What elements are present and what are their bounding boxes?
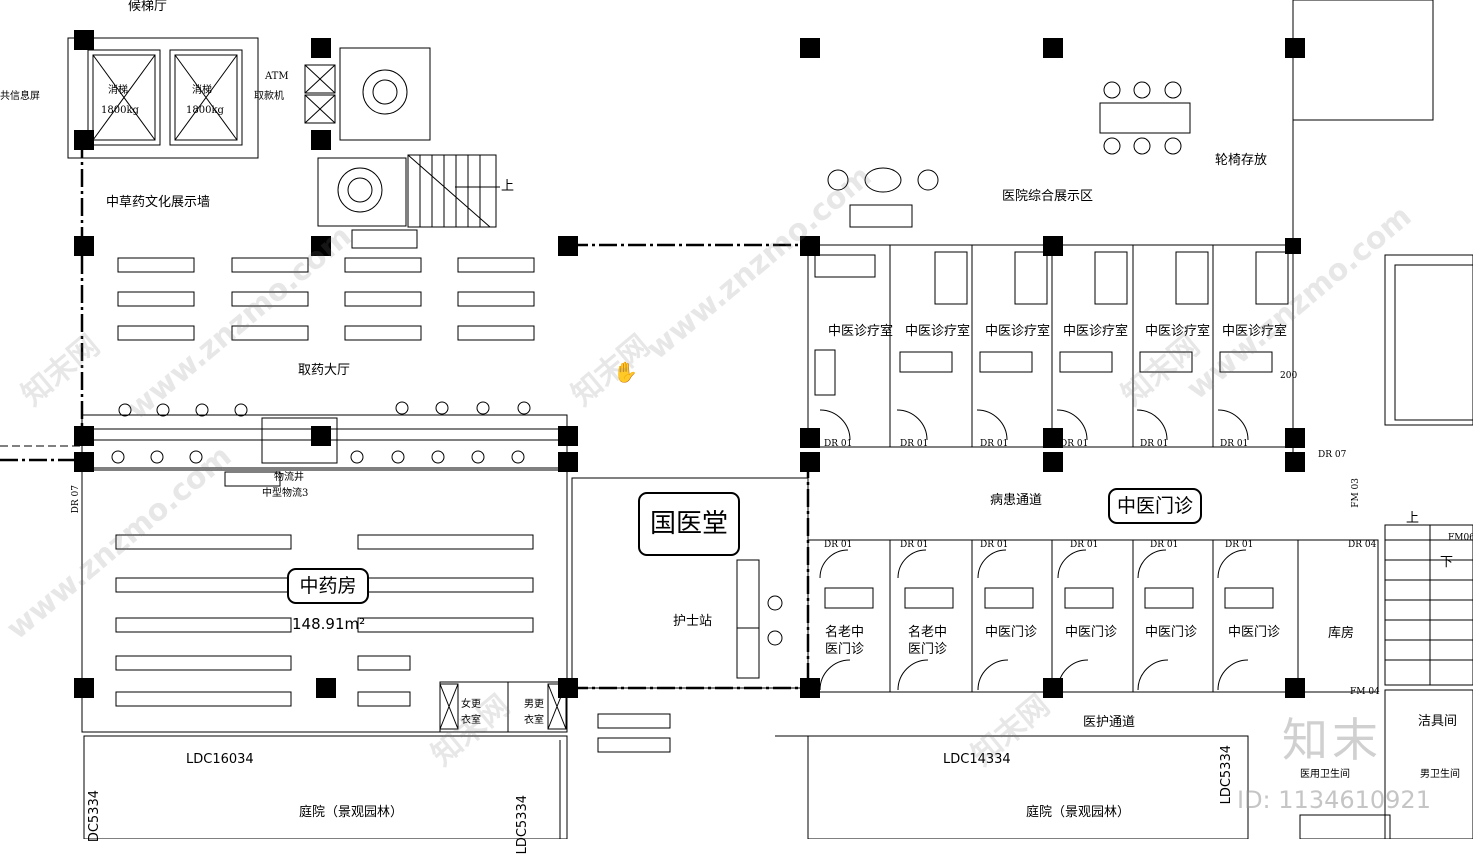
elevator-1-label: 消梯 [108,85,128,96]
door-tag: FM 03 [1351,478,1361,508]
guoyitang-label: 国医堂 [638,492,740,556]
waiting-seats [117,257,535,341]
door-tag: DR 01 [980,439,1009,449]
planter-1 [339,47,431,141]
pharmacy-room [81,469,568,733]
tcm-clinic-label: 中医门诊 [1108,488,1202,524]
stair-1 [407,154,497,228]
door-tag: FM06 [1448,533,1473,543]
ldc-label: DC5334 [87,790,102,843]
stair-up-label: 上 [501,179,515,194]
storage-label: 库房 [1328,626,1355,641]
door-tag: DR 01 [900,540,929,550]
courtyard-left [83,735,568,839]
dimension-label: 200 [1280,371,1298,381]
ldc-label: LDC16034 [186,752,254,767]
female-locker-label: 女更衣室 [461,699,481,726]
courtyard-label: 庭院（景观园林） [1026,805,1131,820]
door-tag: DR 01 [1060,439,1089,449]
hospital-display-label: 医院综合展示区 [1002,189,1094,204]
door-tag: DR 01 [900,439,929,449]
door-tag: DR 01 [980,540,1009,550]
door-tag: DR 01 [824,540,853,550]
therapy-room-label: 中医诊疗室 [828,324,894,339]
columns [74,30,1305,698]
courtyard-label: 庭院（景观园林） [299,805,404,820]
door-tag: DR 01 [1150,540,1179,550]
corridor-label: 病患通道 [990,493,1043,508]
logistics-2-label: 中型物流3 [262,488,309,499]
stair-down-label: 下 [1440,555,1454,570]
planter-2 [317,157,407,227]
elevator-1 [87,49,161,146]
elevator-block [67,37,259,159]
therapy-room-label: 中医诊疗室 [1063,324,1129,339]
hand-cursor-icon: ✋ [613,360,638,384]
atm-desc: 取款机 [254,91,284,102]
tcm-clinic-room-label: 中医门诊 [1228,625,1281,640]
ldc-label: LDC5334 [515,795,530,854]
elevator-2 [169,49,243,146]
image-id-label: ID: 1134610921 [1237,786,1431,814]
tcm-pharmacy-label: 中药房 [287,568,369,604]
ldc-label: LDC5334 [1219,745,1234,805]
medical-wc-label: 医用卫生间 [1300,769,1350,780]
therapy-room-label: 中医诊疗室 [905,324,971,339]
public-info-screen-label: 共信息屏 [0,91,40,102]
courtyard-right [807,735,1249,839]
wheelchair-storage-label: 轮椅存放 [1215,153,1268,168]
famous-clinic-label: 名老中医门诊 [825,625,865,657]
atm-label: ATM [265,71,289,82]
logistics-label: 物流井 [274,472,304,483]
herb-wall-label: 中草药文化展示墙 [106,195,211,210]
pharmacy-hall-label: 取药大厅 [298,363,351,378]
cleaning-room-label: 洁具间 [1418,714,1458,729]
clinic-rooms [807,539,1379,693]
door-tag: DR 01 [1225,540,1254,550]
male-locker-label: 男更衣室 [524,699,544,726]
tcm-clinic-room-label: 中医门诊 [985,625,1038,640]
staff-corridor-label: 医护通道 [1083,715,1136,730]
elevator-2-load: 1800kg [186,105,224,116]
ldc-label: LDC14334 [943,752,1011,767]
nurse-station-label: 护士站 [673,614,713,629]
elevator-1-load: 1800kg [101,105,139,116]
door-tag: DR 01 [824,439,853,449]
therapy-room-label: 中医诊疗室 [1145,324,1211,339]
therapy-room-label: 中医诊疗室 [985,324,1051,339]
pharmacy-area-label: 148.91m² [292,615,366,633]
tcm-clinic-room-label: 中医门诊 [1145,625,1198,640]
door-tag: DR 07 [71,485,81,514]
brand-logo: 知末 [1282,713,1382,767]
elevator-2-label: 消梯 [192,85,212,96]
elevator-hall-label: 候梯厅 [128,0,168,14]
door-tag: DR 01 [1140,439,1169,449]
door-tag: DR 04 [1348,540,1377,550]
door-tag: DR 01 [1220,439,1249,449]
therapy-room-label: 中医诊疗室 [1222,324,1288,339]
door-tag: FM 04 [1350,687,1380,697]
tcm-clinic-room-label: 中医门诊 [1065,625,1118,640]
door-tag: DR 07 [1318,450,1347,460]
male-wc-label: 男卫生间 [1420,769,1460,780]
stair-up-label: 上 [1406,511,1420,526]
famous-clinic-label: 名老中医门诊 [908,625,948,657]
door-tag: DR 01 [1070,540,1099,550]
